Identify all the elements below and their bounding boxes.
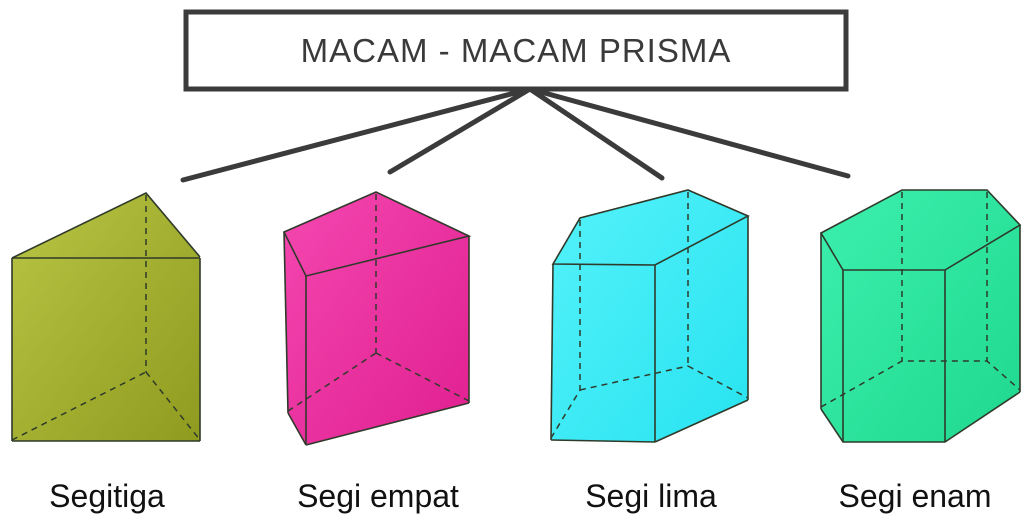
label-segi-enam: Segi enam	[839, 478, 992, 514]
rectangular-prism	[282, 191, 472, 446]
diagram-title: MACAM - MACAM PRISMA	[301, 32, 732, 69]
label-segi-empat: Segi empat	[297, 478, 459, 514]
triangular-prism-body	[12, 193, 200, 441]
hexagonal-prism-body	[821, 190, 1020, 442]
connector-to-segi-lima	[527, 86, 665, 181]
connector-lines	[180, 86, 851, 183]
hexagonal-prism	[819, 189, 1022, 443]
label-segi-lima: Segi lima	[585, 478, 717, 514]
triangular-prism	[11, 192, 201, 442]
connector-to-segitiga	[180, 86, 533, 183]
prism-labels: Segitiga Segi empat Segi lima Segi enam	[49, 478, 991, 514]
label-segitiga: Segitiga	[49, 478, 165, 514]
connector-to-segi-enam	[527, 86, 851, 179]
pentagonal-prism	[550, 189, 750, 443]
title-border	[183, 9, 849, 92]
pentagonal-prism-body	[551, 190, 748, 442]
title-box: MACAM - MACAM PRISMA	[183, 9, 849, 92]
connector-to-segi-empat	[387, 86, 533, 175]
